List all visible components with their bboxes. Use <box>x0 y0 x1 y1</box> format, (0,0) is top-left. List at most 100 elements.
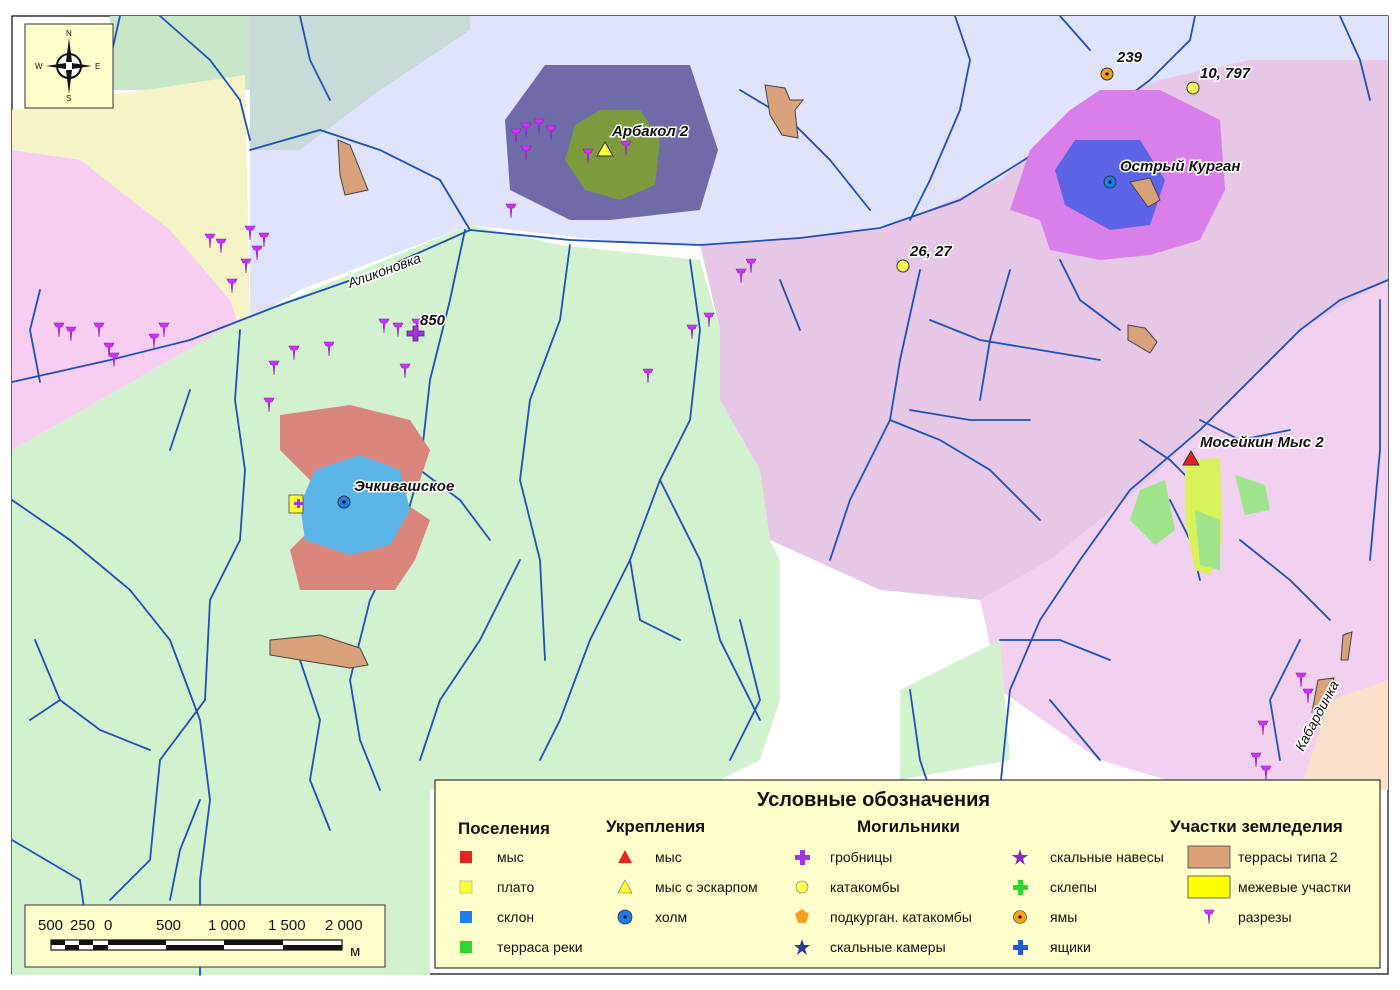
arbakol-fort-marker <box>596 140 614 157</box>
legend-swatch-terrace-type2 <box>1187 845 1231 869</box>
river-trib-e6 <box>909 409 1031 421</box>
river-trib-n8 <box>1059 15 1091 51</box>
legend-heading-settlements: Поселения <box>458 819 550 838</box>
label-850: 850 <box>420 312 446 329</box>
scale-label-500-left: 500 <box>38 917 63 934</box>
river-trib-e10 <box>1239 539 1331 621</box>
river-trib-w3 <box>11 499 211 976</box>
zone-pink-west <box>12 150 240 450</box>
legend-item-cuts: разрезы <box>1238 909 1292 925</box>
river-trib-e11 <box>1369 299 1381 561</box>
scale-label-1000: 1 000 <box>208 917 246 934</box>
legend-item-fort-escarp: мыс с эскарпом <box>655 879 758 895</box>
legend-item-boxes: ящики <box>1050 939 1091 955</box>
scale-label-250: 250 <box>70 917 95 934</box>
river-trib-w7 <box>169 799 201 901</box>
label-10-797: 10, 797 <box>1200 65 1251 82</box>
south-label: S <box>66 94 71 103</box>
river-trib-n2 <box>249 129 471 231</box>
label-arbakol: Арбакол 2 <box>611 123 689 140</box>
legend-symbol-fort-escarp <box>617 879 633 894</box>
legend-item-kurgan-catacombs: подкурган. катакомбы <box>830 909 972 925</box>
river-trib-e8 <box>1139 439 1191 481</box>
river-trib-e7 <box>1059 259 1121 331</box>
river-trib-n3 <box>299 15 331 101</box>
north-label: N <box>66 29 72 38</box>
river-trib-w5 <box>59 699 151 751</box>
river-trib-n5 <box>739 89 871 211</box>
river-trib-w2 <box>169 389 191 451</box>
legend-item-rock-chambers: скальные камеры <box>830 939 946 955</box>
east-label: E <box>95 62 100 71</box>
terrace-plot-1 <box>337 139 369 196</box>
scale-label-1500: 1 500 <box>268 917 306 934</box>
zone-green-small <box>900 640 1010 780</box>
legend-swatch-boundary-plots <box>1187 875 1231 899</box>
legend-heading-agriculture: Участки земледелия <box>1170 817 1343 836</box>
river-trib-c9 <box>299 659 331 831</box>
river-trib-e14 <box>999 639 1111 661</box>
legend-item-catacombs: катакомбы <box>830 879 900 895</box>
terrace-plot-4 <box>269 634 369 669</box>
legend-symbol-boxes <box>1013 940 1028 955</box>
legend-item-cape: мыс <box>497 849 524 865</box>
river-trib-e12 <box>1269 639 1301 761</box>
river-kabardinka <box>999 279 1389 791</box>
river-trib-c4 <box>519 244 571 661</box>
legend-symbol-crypts <box>1013 880 1028 895</box>
north-arrow: N S E W <box>24 23 114 109</box>
label-26-27: 26, 27 <box>909 243 952 260</box>
area-moseykin-green1 <box>1130 480 1175 545</box>
legend-item-tombs: гробницы <box>830 849 892 865</box>
legend-item-pits: ямы <box>1050 909 1077 925</box>
legend-swatch-plateau <box>459 880 473 894</box>
legend-symbol-tombs <box>795 850 810 865</box>
river-trib-e5 <box>929 319 1101 361</box>
legend-symbol-rock-chambers <box>794 939 810 955</box>
scale-label-0: 0 <box>104 917 112 934</box>
catacomb-marker-10797 <box>1186 81 1200 95</box>
river-trib-n6 <box>909 15 971 221</box>
legend-item-slope: склон <box>497 909 534 925</box>
river-trib-c7 <box>419 559 521 761</box>
legend-item-terrace-type2: террасы типа 2 <box>1238 849 1338 865</box>
river-trib-c1 <box>109 329 246 901</box>
catacomb-marker-2627 <box>896 259 910 273</box>
river-trib-e1 <box>779 279 801 331</box>
legend-item-fort-cape: мыс <box>655 849 682 865</box>
tomb-marker-850 <box>406 325 425 342</box>
legend-item-boundary-plots: межевые участки <box>1238 879 1351 895</box>
legend-swatch-cape <box>460 851 472 863</box>
river-trib-e3 <box>889 419 1041 521</box>
river-trib-w1 <box>29 289 41 383</box>
legend-symbol-kurgan-catacombs <box>795 909 809 923</box>
west-label: W <box>35 62 43 71</box>
river-trib-n1 <box>159 15 251 141</box>
river-trib-c6 <box>659 479 761 721</box>
legend-symbol-catacombs <box>795 880 809 894</box>
river-trib-c10 <box>729 619 761 761</box>
terrace-plot-3 <box>1127 324 1158 354</box>
legend-swatch-slope <box>460 911 472 923</box>
legend-title: Условные обозначения <box>757 789 990 811</box>
legend-heading-forts: Укрепления <box>606 817 705 836</box>
river-trib-e13 <box>1199 419 1291 441</box>
river-trib-c8 <box>539 559 631 761</box>
legend-item-rock-shelters: скальные навесы <box>1050 849 1164 865</box>
area-echkivash-inner <box>300 455 410 555</box>
river-trib-e4 <box>979 269 1011 401</box>
terrace-plots <box>269 84 1353 713</box>
terrace-plot-6 <box>1340 631 1353 661</box>
label-echkivashskoe: Эчкивашское <box>354 478 454 495</box>
area-moseykin-green3 <box>1195 510 1220 570</box>
label-ostry-kurgan: Острый Курган <box>1120 158 1240 175</box>
scale-unit: м <box>350 943 360 960</box>
legend-item-plateau: плато <box>497 879 534 895</box>
scale-label-500: 500 <box>156 917 181 934</box>
zone-peach <box>1300 680 1388 790</box>
moseykin-cape-marker <box>1182 449 1200 466</box>
label-moseykin: Мосейкин Мыс 2 <box>1200 434 1324 451</box>
legend-symbol-rock-shelters <box>1012 849 1028 865</box>
zone-green-nw <box>110 16 250 90</box>
